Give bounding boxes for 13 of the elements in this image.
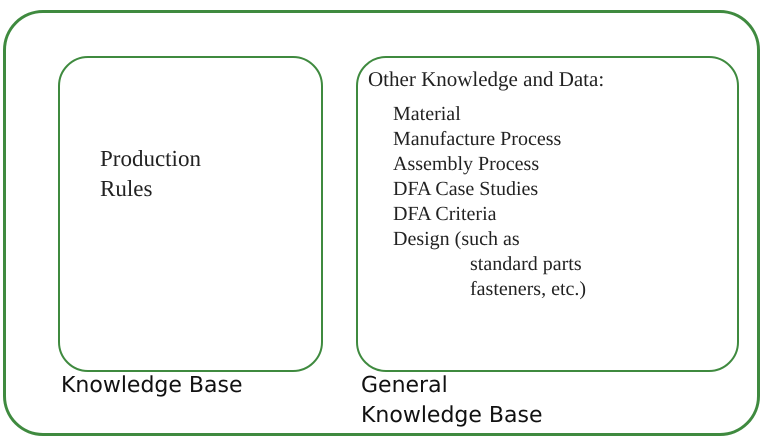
- box-caption: General Knowledge Base: [361, 372, 544, 430]
- list-item: Assembly Process: [393, 152, 540, 177]
- rounded-box: [356, 56, 739, 372]
- rounded-box: [58, 56, 323, 372]
- list-item: Manufacture Process: [393, 127, 562, 152]
- outer-rounded-box: [3, 10, 760, 436]
- box-caption: Knowledge Base: [61, 372, 244, 400]
- list-item: DFA Case Studies: [393, 177, 540, 202]
- list-item: DFA Criteria: [393, 202, 498, 227]
- box-heading: Production Rules: [100, 145, 202, 203]
- list-item: Material: [393, 102, 462, 127]
- box-heading: Other Knowledge and Data:: [368, 66, 606, 93]
- list-item: Design (such as standard parts fasteners, etc.): [393, 227, 588, 302]
